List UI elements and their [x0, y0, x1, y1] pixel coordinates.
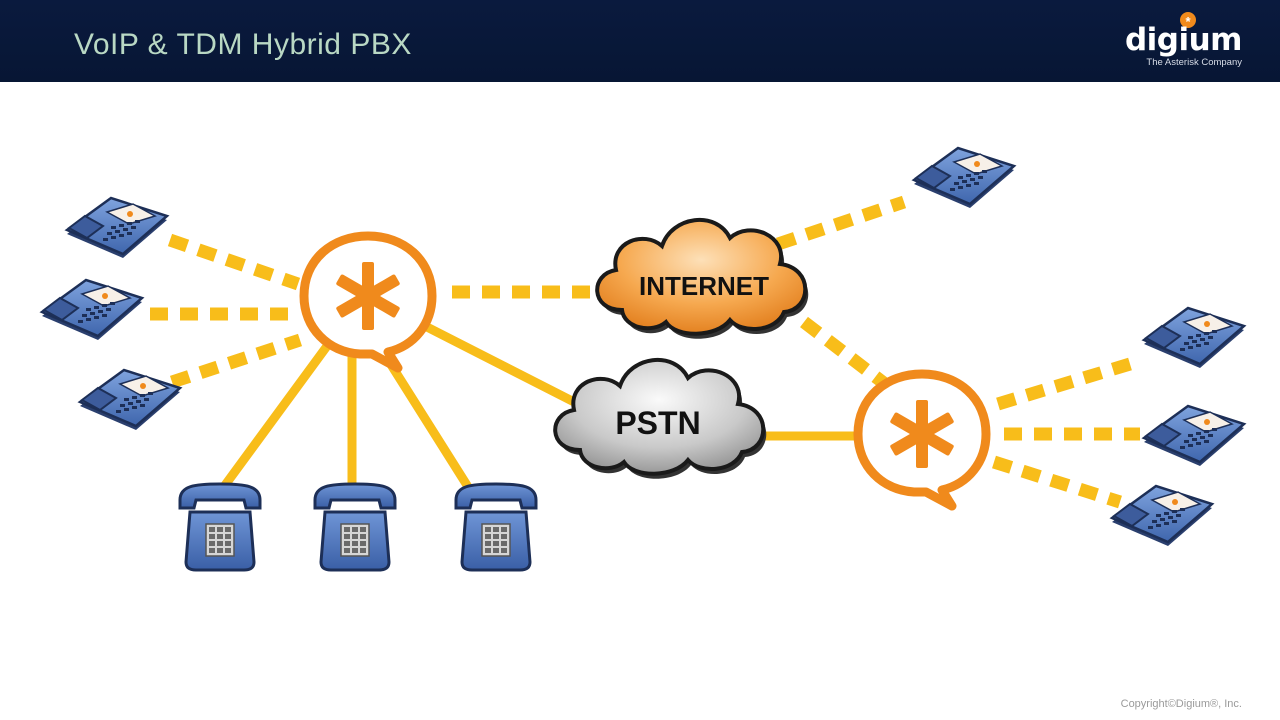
- tdm-links: [215, 321, 865, 497]
- ip-phone-icon: [1142, 404, 1246, 468]
- link-internet-remote-phone: [775, 195, 907, 251]
- network-diagram: INTERNET PSTN: [40, 146, 1246, 572]
- link-pbx-pstn: [420, 321, 585, 410]
- ip-phone-icon: [1142, 306, 1246, 370]
- digium-logo: * digium The Asterisk Company: [1112, 12, 1243, 70]
- ip-phone-icon: [65, 196, 169, 260]
- ip-phone-icon: [40, 278, 144, 342]
- slide-header: VoIP & TDM Hybrid PBX * digium The Aster…: [0, 0, 1280, 82]
- copyright-notice: Copyright©Digium®, Inc.: [1120, 698, 1242, 710]
- asterisk-pbx-icon: [858, 374, 986, 506]
- logo-tagline: The Asterisk Company: [1146, 57, 1242, 68]
- link-pbx-analog-1: [215, 337, 335, 497]
- logo-wordmark: digium: [1124, 22, 1243, 58]
- asterisk-icon: *: [1180, 12, 1196, 29]
- link-pbx2-phone-1: [996, 357, 1132, 411]
- ip-phone-icon: [78, 368, 182, 432]
- analog-phone-icon: [178, 482, 262, 572]
- analog-phone-icon: [313, 482, 397, 572]
- ip-phone-icon: [1110, 484, 1214, 548]
- link-ipphone-1-pbx: [167, 233, 301, 291]
- internet-cloud: INTERNET: [595, 217, 809, 339]
- ip-phone-icon: [912, 146, 1016, 210]
- slide-title: VoIP & TDM Hybrid PBX: [74, 28, 412, 61]
- internet-label: INTERNET: [639, 271, 769, 301]
- analog-phone-icon: [454, 482, 538, 572]
- pstn-label: PSTN: [615, 405, 700, 441]
- link-ipphone-3-pbx: [169, 333, 303, 389]
- pstn-cloud: PSTN: [553, 357, 767, 479]
- link-pbx2-phone-3: [992, 455, 1122, 509]
